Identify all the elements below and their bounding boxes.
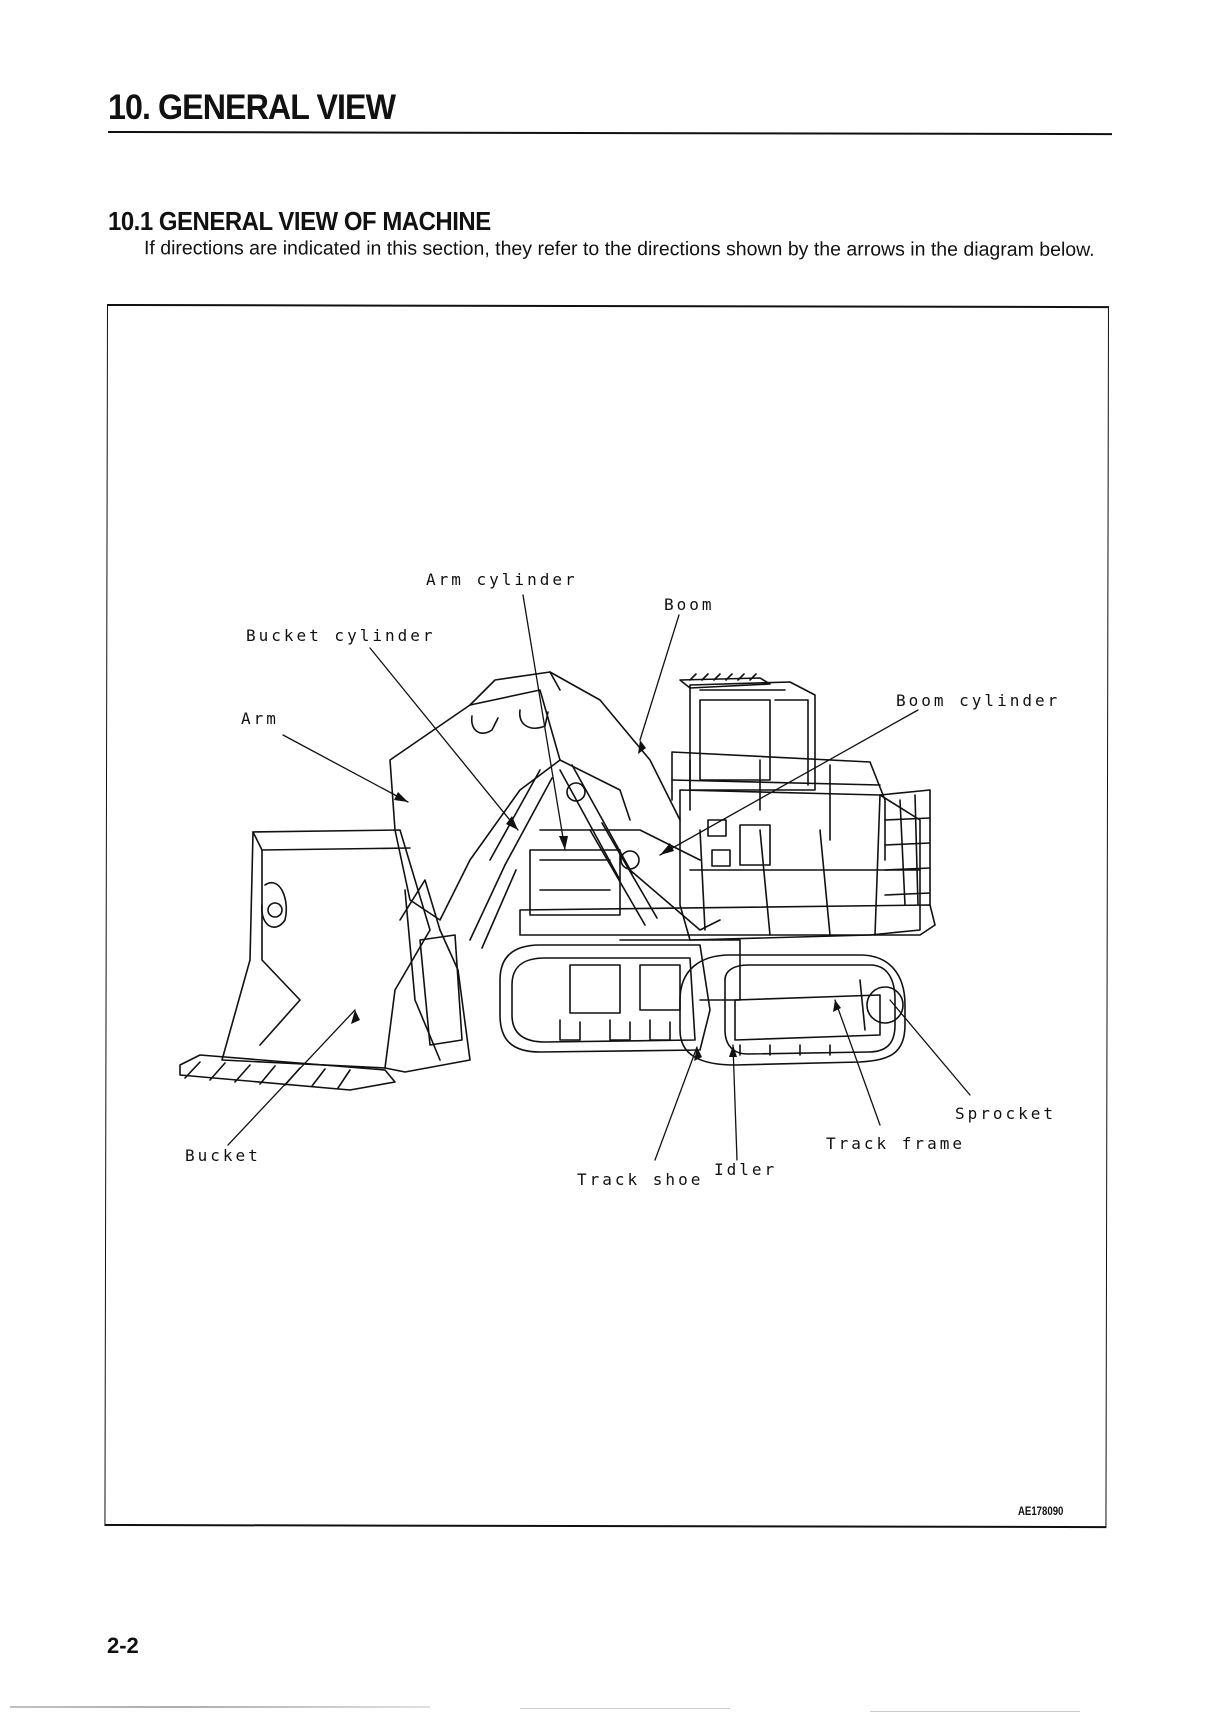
leader-boom [639,614,680,741]
label-bucket-cylinder: Bucket cylinder [246,626,436,645]
label-track-shoe: Track shoe [577,1170,704,1189]
label-bucket: Bucket [185,1146,261,1165]
leader-track-frame [834,999,881,1126]
scan-artifact [870,1711,1080,1712]
page-number: 2-2 [107,1633,139,1658]
leader-boom-cylinder [659,709,919,856]
label-track-frame: Track frame [826,1134,965,1153]
figure-reference-code: AE178090 [1018,1504,1064,1518]
leader-idler [732,1044,738,1161]
subsection-title: 10.1 GENERAL VIEW OF MACHINE [108,206,491,236]
leader-lines [227,594,971,1161]
label-arm: Arm [241,709,279,728]
leader-sprocket [889,999,971,1096]
cylinders-drawing [469,764,721,949]
label-arm-cylinder: Arm cylinder [426,570,578,589]
leader-bucket [227,1009,356,1146]
section-title: 10. GENERAL VIEW [108,88,396,127]
label-boom: Boom [664,595,715,614]
label-boom-cylinder: Boom cylinder [896,691,1061,710]
leader-arm-cylinder [522,594,566,851]
scan-artifact [520,1708,730,1709]
leader-arrowheads [351,740,841,1061]
scan-artifact [10,1706,430,1708]
label-idler: Idler [714,1160,778,1179]
undercarriage-drawing [499,939,906,1066]
leader-arm [282,734,409,803]
bucket-drawing [179,829,471,1091]
upper-structure-drawing [519,673,936,941]
leader-bucket-cylinder [369,647,519,831]
leader-track-shoe [654,1046,698,1161]
label-sprocket: Sprocket [955,1104,1057,1123]
